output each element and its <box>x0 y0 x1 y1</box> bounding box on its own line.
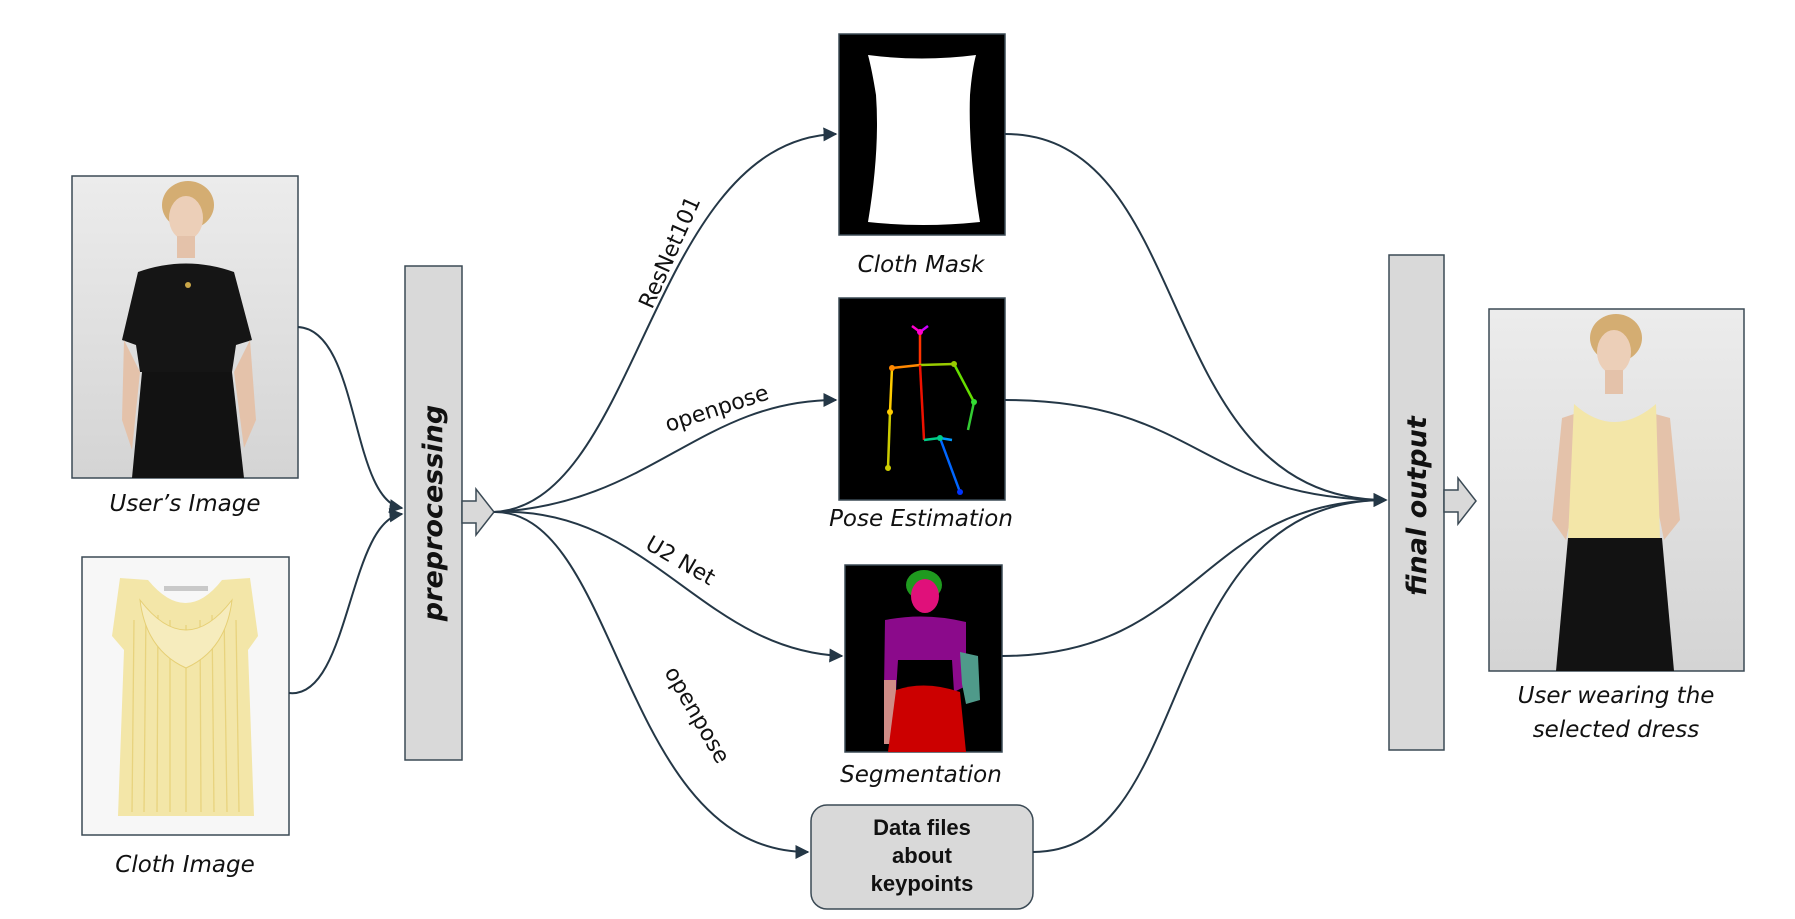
cloth-image-caption: Cloth Image <box>115 852 254 878</box>
final-output-block: final output <box>1388 254 1477 751</box>
final-output-arrow-icon <box>1443 475 1477 527</box>
cloth-mask-caption: Cloth Mask <box>858 252 986 278</box>
edge-resnet <box>493 127 838 513</box>
edge-cloth-to-preprocessing <box>288 508 404 695</box>
cloth-mask-image <box>838 33 1006 236</box>
keypoints-box-line2: about <box>892 843 953 868</box>
keypoints-box-line1: Data files <box>873 815 971 840</box>
output-image-photo <box>1488 308 1745 672</box>
preprocessing-block: preprocessing <box>404 265 495 761</box>
edge-label-resnet: ResNet101 <box>635 193 707 313</box>
edge-keypoints-to-output <box>1032 493 1388 853</box>
segmentation-image <box>844 564 1003 753</box>
connectors <box>288 127 1388 859</box>
edge-label-u2net: U2 Net <box>641 532 719 592</box>
edge-openpose-pose <box>493 393 838 513</box>
edge-openpose-keypoints <box>493 510 810 859</box>
segmentation-caption: Segmentation <box>840 762 1002 788</box>
final-output-label: final output <box>1402 415 1433 596</box>
keypoints-box-line3: keypoints <box>871 871 974 896</box>
user-image-photo <box>71 175 299 479</box>
preprocessing-label: preprocessing <box>418 405 449 622</box>
edge-label-openpose-keypoints: openpose <box>659 663 734 768</box>
output-caption-line2: selected dress <box>1533 717 1700 743</box>
pose-estimation-caption: Pose Estimation <box>829 506 1013 532</box>
cloth-image-photo <box>81 556 290 836</box>
user-image-caption: User’s Image <box>109 491 260 517</box>
edge-u2net <box>493 510 844 663</box>
edge-seg-to-output <box>1001 493 1388 657</box>
edge-user-to-preprocessing <box>297 326 404 513</box>
edge-mask-to-output <box>1004 133 1388 507</box>
output-caption-line1: User wearing the <box>1518 683 1715 709</box>
keypoints-data-box: Data files about keypoints <box>810 804 1034 910</box>
pose-estimation-image <box>838 297 1006 501</box>
preprocessing-arrow-icon <box>461 486 495 538</box>
edge-pose-to-output <box>1004 399 1388 507</box>
